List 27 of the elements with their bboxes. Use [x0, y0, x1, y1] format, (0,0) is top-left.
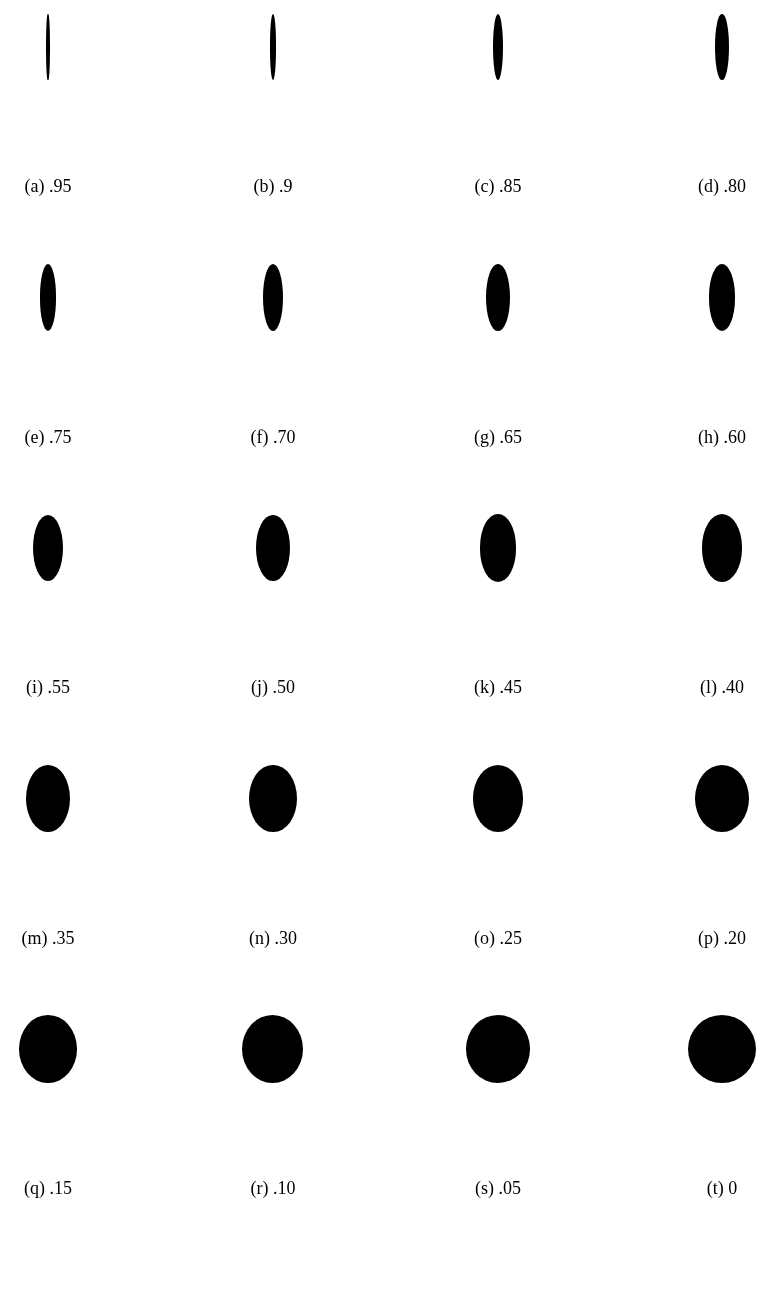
subfigure-caption: (r) .10	[250, 1178, 296, 1199]
subfigure-caption: (i) .55	[26, 677, 70, 698]
subfigure-caption: (f) .70	[250, 426, 296, 448]
subfigure-caption: (a) .95	[24, 176, 72, 197]
subfigure-caption: (t) 0	[706, 1178, 738, 1199]
subfigure-caption: (g) .65	[474, 426, 522, 448]
ellipse	[46, 14, 50, 80]
subfigure-caption: (s) .05	[475, 1178, 521, 1199]
subfigure-caption: (d) .80	[698, 176, 746, 197]
subfigure-caption: (p) .20	[698, 927, 746, 949]
subfigure-caption: (b) .9	[253, 176, 293, 197]
subfigure-caption: (h) .60	[698, 426, 746, 448]
ellipse	[263, 264, 283, 331]
subfigure-caption: (j) .50	[251, 677, 295, 698]
subfigure-caption: (l) .40	[700, 677, 744, 698]
subfigure-caption: (c) .85	[474, 176, 522, 197]
subfigure-caption: (e) .75	[24, 426, 72, 448]
subfigure-caption: (q) .15	[24, 1178, 72, 1199]
ellipse	[486, 264, 510, 331]
subfigure-caption: (o) .25	[474, 927, 522, 949]
ellipse	[715, 13, 729, 81]
ellipse	[269, 13, 277, 81]
ellipse	[493, 13, 503, 81]
ellipse	[708, 264, 736, 331]
subfigure-caption: (n) .30	[249, 927, 297, 949]
subfigure-caption: (m) .35	[21, 927, 75, 949]
subfigure-caption: (k) .45	[474, 677, 522, 698]
